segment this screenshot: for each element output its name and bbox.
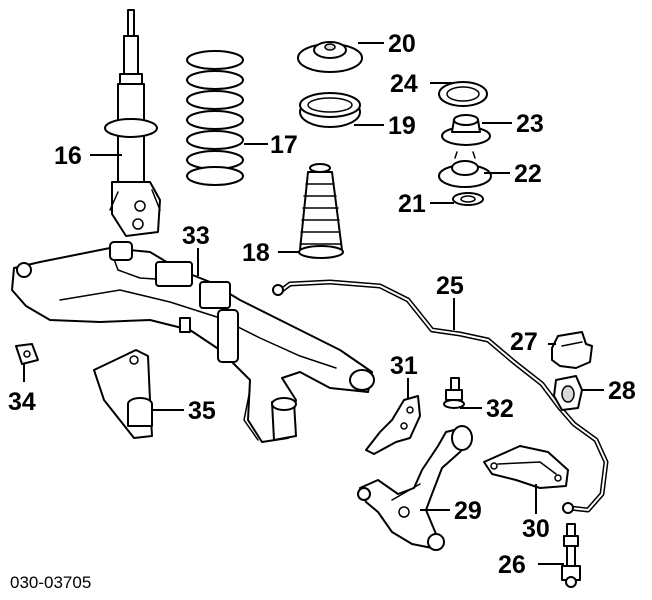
bar-bushing [553, 375, 583, 411]
callout-20: 20 [388, 30, 416, 58]
callout-19: 19 [388, 112, 416, 140]
compression-rod-plate [483, 445, 569, 489]
mount-washer [452, 192, 484, 206]
callout-24: 24 [390, 70, 418, 98]
callout-29: 29 [454, 497, 482, 525]
spring-seat [299, 92, 361, 128]
callout-labels: 16 17 18 19 20 21 22 23 24 25 26 27 28 2… [8, 30, 636, 579]
callout-30: 30 [522, 515, 550, 543]
callout-16: 16 [54, 142, 82, 170]
link-bracket [365, 395, 421, 455]
callout-26: 26 [498, 551, 526, 579]
small-plate [15, 343, 39, 365]
mount-seal [438, 81, 488, 107]
callout-34: 34 [8, 388, 36, 416]
lower-control-arm [357, 425, 473, 551]
bar-bushing-clamp [551, 331, 593, 369]
strut-assembly [104, 9, 161, 237]
mount-insulator [441, 114, 491, 146]
front-crossmember [11, 241, 375, 443]
callout-35: 35 [188, 397, 216, 425]
callout-23: 23 [516, 110, 544, 138]
document-number: 030-03705 [10, 573, 91, 592]
callout-22: 22 [514, 160, 542, 188]
leader-lines [23, 42, 604, 565]
dust-boot [298, 163, 344, 259]
mount-bearing [438, 151, 492, 188]
callout-32: 32 [486, 395, 514, 423]
callout-17: 17 [270, 131, 298, 159]
upper-mount [297, 41, 363, 73]
stabilizer-link [561, 523, 581, 588]
callout-25: 25 [436, 272, 464, 300]
callout-33: 33 [182, 222, 210, 250]
callout-31: 31 [390, 352, 418, 380]
callout-27: 27 [510, 328, 538, 356]
pivot-bolt [443, 377, 465, 409]
mount-bracket [93, 349, 153, 439]
callout-18: 18 [242, 239, 270, 267]
stabilizer-bar [272, 279, 609, 514]
callout-28: 28 [608, 377, 636, 405]
callout-21: 21 [398, 190, 426, 218]
coil-spring [186, 50, 244, 186]
